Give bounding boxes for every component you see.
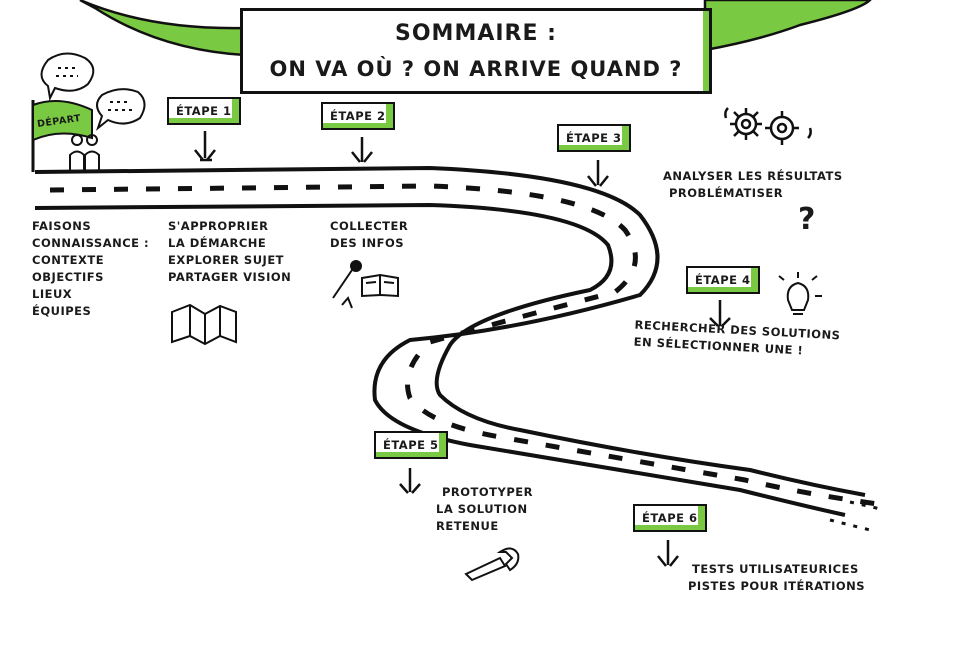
step-3-notes: ANALYSER LES RÉSULTATS PROBLÉMATISER: [663, 168, 843, 202]
step-5-notes: PROTOTYPER LA SOLUTION RETENUE: [436, 484, 533, 535]
step-3-line: ANALYSER LES RÉSULTATS: [663, 169, 843, 183]
speech-bubble-icon: [40, 52, 146, 131]
wrench-icon: [464, 547, 520, 582]
step-2-line: COLLECTER: [330, 219, 409, 233]
page-title: SOMMAIRE :: [395, 21, 557, 46]
depart-flag: [32, 100, 93, 142]
intro-line: LIEUX: [32, 287, 73, 301]
intro-line: CONNAISSANCE :: [32, 236, 150, 250]
page-subtitle: ON VA OÙ ? ON ARRIVE QUAND ?: [269, 57, 683, 81]
step-5-sign: ÉTAPE 5: [374, 431, 448, 459]
step-3-line: PROBLÉMATISER: [669, 186, 784, 200]
step-1-line: PARTAGER VISION: [168, 270, 292, 284]
book-icon: [361, 273, 399, 298]
step-2-sign: ÉTAPE 2: [321, 102, 395, 130]
step-3-sign: ÉTAPE 3: [557, 124, 631, 152]
intro-line: OBJECTIFS: [32, 270, 104, 284]
step-6-sign: ÉTAPE 6: [633, 504, 707, 532]
intro-notes: FAISONS CONNAISSANCE : CONTEXTE OBJECTIF…: [32, 218, 149, 320]
intro-line: FAISONS: [32, 219, 92, 233]
step-5-line: PROTOTYPER: [442, 485, 533, 499]
title-banner: SOMMAIRE : ON VA OÙ ? ON ARRIVE QUAND ?: [240, 8, 712, 94]
step-1-line: S'APPROPRIER: [168, 219, 269, 233]
road-edge-bottom: [34, 202, 866, 497]
step-6-notes: TESTS UTILISATEURICES PISTES POUR ITÉRAT…: [688, 561, 865, 595]
gears-icon: [724, 107, 812, 145]
step-5-line: LA SOLUTION: [436, 502, 528, 516]
step-1-line: EXPLORER SUJET: [168, 253, 285, 267]
road-edge-top: [34, 165, 846, 517]
intro-line: CONTEXTE: [32, 253, 105, 267]
step-6-line: PISTES POUR ITÉRATIONS: [688, 579, 866, 593]
people-icon: [69, 134, 100, 172]
banner-ribbon-right: [703, 0, 872, 52]
step-5-line: RETENUE: [436, 519, 499, 533]
question-icon: ?: [798, 202, 816, 237]
intro-line: ÉQUIPES: [32, 304, 92, 318]
step-2-line: DES INFOS: [330, 236, 405, 250]
lightbulb-icon: [778, 272, 822, 315]
step-1-notes: S'APPROPRIER LA DÉMARCHE EXPLORER SUJET …: [168, 218, 291, 286]
road-end-dots: [829, 500, 886, 532]
step-1-sign: ÉTAPE 1: [167, 97, 241, 125]
step-6-line: TESTS UTILISATEURICES: [692, 562, 859, 576]
step-4-sign: ÉTAPE 4: [686, 266, 760, 294]
step-1-line: LA DÉMARCHE: [168, 236, 267, 250]
step-2-notes: COLLECTER DES INFOS: [330, 218, 408, 252]
map-icon: [171, 303, 237, 346]
microphone-icon: [332, 260, 362, 309]
road-centre-line: [49, 183, 886, 508]
banner-ribbon-left: [79, 0, 247, 57]
